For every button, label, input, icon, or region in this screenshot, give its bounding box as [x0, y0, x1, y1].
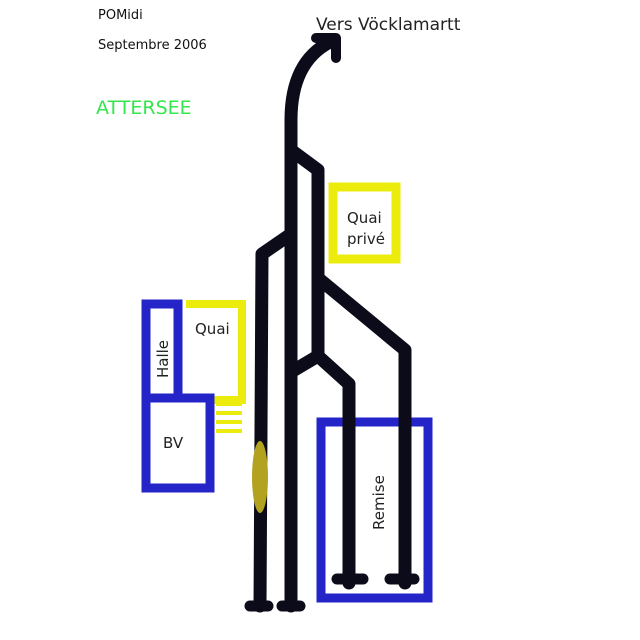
branch-remise: [284, 349, 356, 590]
track-marker: [252, 441, 268, 513]
halle-building: Halle: [141, 299, 183, 413]
main-line-north: [284, 35, 337, 157]
bv-label: BV: [163, 434, 184, 452]
quai-platform: Quai: [186, 300, 246, 433]
direction-arrow-icon: [311, 33, 341, 63]
quai-prive-label-line1: Quai: [347, 209, 382, 227]
remise-building: Remise: [316, 417, 433, 603]
quai-label: Quai: [195, 320, 230, 338]
direction-label: Vers Vöcklamartt: [316, 15, 461, 35]
remise-label: Remise: [370, 475, 388, 530]
quai-prive-platform: Quai privé: [328, 182, 401, 264]
quai-prive-label-line2: privé: [347, 230, 385, 248]
date-label: Septembre 2006: [98, 38, 207, 53]
bv-building: BV: [141, 393, 215, 493]
station-title: ATTERSEE: [96, 97, 192, 119]
author-label: POMidi: [98, 8, 143, 23]
halle-label: Halle: [154, 340, 172, 378]
